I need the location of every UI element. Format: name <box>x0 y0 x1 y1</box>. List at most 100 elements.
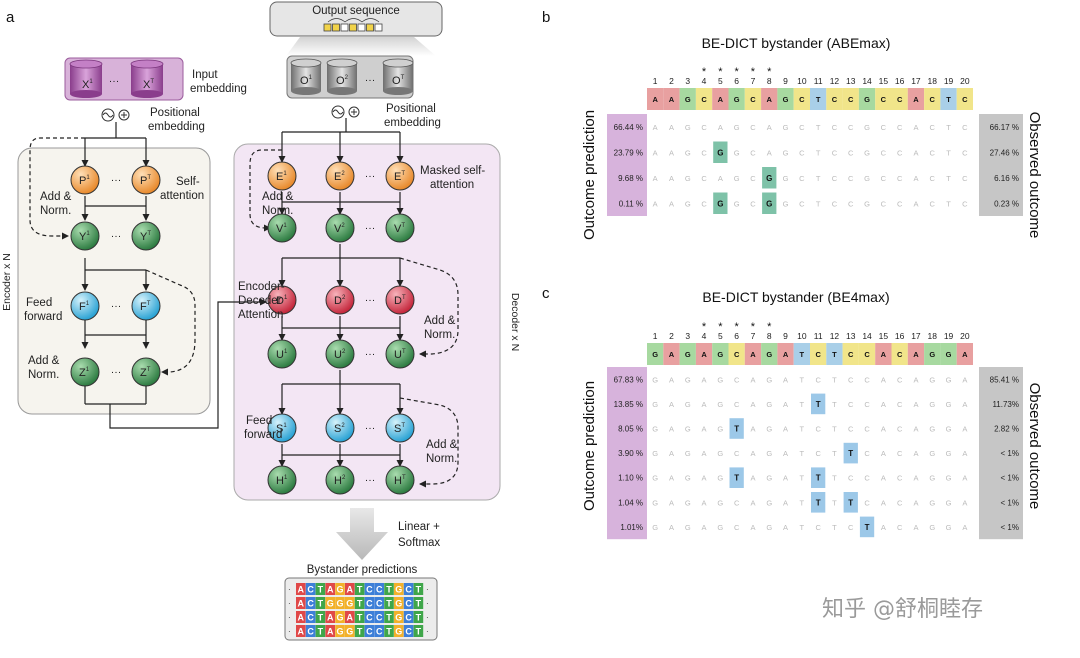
unedited-base: C <box>897 400 903 409</box>
unedited-base: A <box>962 375 967 384</box>
unedited-base: A <box>913 199 918 208</box>
f-last-node: FT <box>131 291 161 321</box>
prediction-base: A <box>325 625 335 637</box>
unedited-base: A <box>669 400 674 409</box>
position-number: 7 <box>751 331 756 341</box>
prediction-base: G <box>335 625 345 637</box>
unedited-base: G <box>685 375 691 384</box>
prediction-value: 1.10 % <box>618 474 643 483</box>
prediction-base: A <box>325 611 335 623</box>
position-number: 9 <box>783 76 788 86</box>
svg-text:T: T <box>946 95 951 104</box>
svg-text:C: C <box>897 350 903 359</box>
svg-text:C: C <box>376 585 383 595</box>
unedited-base: T <box>816 123 821 132</box>
s-last-node: ST <box>385 413 415 443</box>
observed-value: < 1% <box>1001 498 1019 507</box>
unedited-base: G <box>685 523 691 532</box>
z-last-node: ZT <box>131 357 161 387</box>
unedited-base: C <box>734 523 740 532</box>
svg-text:O1: O1 <box>300 75 313 87</box>
svg-text:T: T <box>816 498 821 507</box>
unedited-base: C <box>897 174 903 183</box>
svg-text:C: C <box>750 95 756 104</box>
svg-text:FT: FT <box>140 301 151 313</box>
unedited-base: G <box>685 449 691 458</box>
unedited-base: G <box>864 174 870 183</box>
prediction-base: T <box>354 597 365 609</box>
unedited-base: C <box>930 199 936 208</box>
svg-text:G: G <box>717 199 723 208</box>
svg-text:C: C <box>832 95 838 104</box>
add-norm-4-label-1: Add & <box>424 315 456 327</box>
s-2-node: S2 <box>325 413 355 443</box>
unedited-base: G <box>685 474 691 483</box>
svg-text:T: T <box>848 498 853 507</box>
reference-base: A <box>647 88 664 110</box>
edited-base: T <box>843 492 858 513</box>
prediction-base: T <box>315 583 326 595</box>
unedited-base: C <box>832 174 838 183</box>
positional-embedding-enc-2: embedding <box>148 121 205 133</box>
unedited-base: C <box>832 199 838 208</box>
svg-text:T: T <box>832 350 837 359</box>
unedited-base: C <box>750 148 756 157</box>
unedited-base: C <box>897 474 903 483</box>
unedited-base: C <box>897 498 903 507</box>
svg-text:T: T <box>734 425 739 434</box>
svg-text:G: G <box>717 350 723 359</box>
v-ellipsis: ··· <box>365 222 376 234</box>
svg-text:C: C <box>405 613 412 623</box>
position-number: 5 <box>718 76 723 86</box>
svg-text:T: T <box>416 613 422 623</box>
svg-text:E2: E2 <box>334 171 345 183</box>
prediction-ellipsis-right: · <box>426 627 429 636</box>
position-number: 3 <box>685 76 690 86</box>
reference-base: T <box>826 343 843 365</box>
linear-softmax-2: Softmax <box>398 537 440 549</box>
add-norm-1-label-2: Norm. <box>40 205 71 217</box>
linear-softmax-1: Linear + <box>398 521 440 533</box>
prediction-base: T <box>413 611 424 623</box>
prediction-base: C <box>364 611 375 623</box>
unedited-base: C <box>815 425 821 434</box>
unedited-base: C <box>750 199 756 208</box>
prediction-base: C <box>305 611 316 623</box>
p-last-node: PT <box>131 165 161 195</box>
reference-base: A <box>907 88 925 110</box>
unedited-base: C <box>848 174 854 183</box>
unedited-base: C <box>701 148 707 157</box>
unedited-base: A <box>702 474 707 483</box>
s-1-node: S1 <box>267 413 297 443</box>
observed-value: 11.73% <box>992 400 1019 409</box>
unedited-base: A <box>702 400 707 409</box>
prediction-base: G <box>335 583 345 595</box>
unedited-base: G <box>946 400 952 409</box>
prediction-ellipsis-left: · <box>288 613 291 622</box>
unedited-base: T <box>946 174 951 183</box>
edited-base: T <box>811 492 826 513</box>
reference-base: C <box>728 343 745 365</box>
prediction-base: T <box>354 611 365 623</box>
position-number: 4 <box>702 76 707 86</box>
prediction-base: A <box>296 597 306 609</box>
unedited-base: G <box>717 523 723 532</box>
unedited-base: G <box>734 123 740 132</box>
add-norm-2-label-2: Norm. <box>28 369 59 381</box>
svg-text:C: C <box>366 585 373 595</box>
unedited-base: T <box>832 375 837 384</box>
unedited-base: A <box>913 148 918 157</box>
p-first-node: P1 <box>70 165 100 195</box>
panel-b-title: BE-DICT bystander (ABEmax) <box>702 35 891 51</box>
z-first-node: Z1 <box>70 357 100 387</box>
svg-text:C: C <box>815 350 821 359</box>
unedited-base: G <box>783 174 789 183</box>
edit-window-star: * <box>751 66 756 78</box>
svg-text:G: G <box>946 350 952 359</box>
svg-text:T: T <box>386 585 392 595</box>
linear-softmax-arrow <box>336 508 388 560</box>
edited-base: G <box>713 141 728 163</box>
z-ellipsis: ··· <box>111 366 122 378</box>
add-norm-3-label-1: Add & <box>262 191 294 203</box>
unedited-base: G <box>685 199 691 208</box>
